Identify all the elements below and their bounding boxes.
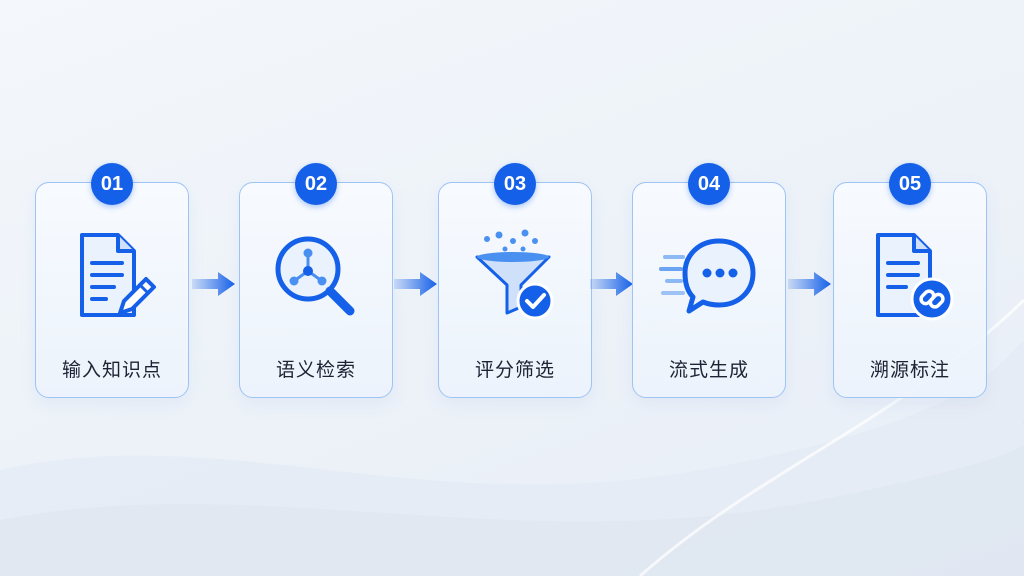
step-label: 输入知识点	[61, 359, 162, 381]
arrow-right-icon	[788, 272, 831, 296]
step-card-3: 03 评分筛选	[438, 163, 592, 398]
step-card-5: 05 溯源标注	[833, 163, 987, 398]
step-number-badge: 01	[91, 163, 133, 205]
funnel-check-icon	[475, 229, 554, 320]
step-card-4: 04 流式生成	[632, 163, 786, 398]
step-card-1: 01 输入知识点	[35, 163, 189, 398]
arrow-right-icon	[590, 272, 633, 296]
semantic-search-icon	[275, 236, 355, 316]
document-link-icon	[876, 233, 954, 321]
arrow-right-icon	[192, 272, 235, 296]
step-label: 流式生成	[668, 359, 749, 381]
step-label: 评分筛选	[474, 359, 555, 381]
step-number-badge: 05	[889, 163, 931, 205]
streaming-chat-icon	[659, 238, 756, 314]
step-label: 语义检索	[275, 359, 356, 381]
step-card-2: 02 语义检索	[239, 163, 393, 398]
step-number-badge: 04	[688, 163, 730, 205]
step-number-badge: 02	[295, 163, 337, 205]
document-edit-icon	[80, 233, 156, 317]
step-number-badge: 03	[494, 163, 536, 205]
step-label: 溯源标注	[869, 359, 950, 381]
arrow-right-icon	[394, 272, 437, 296]
